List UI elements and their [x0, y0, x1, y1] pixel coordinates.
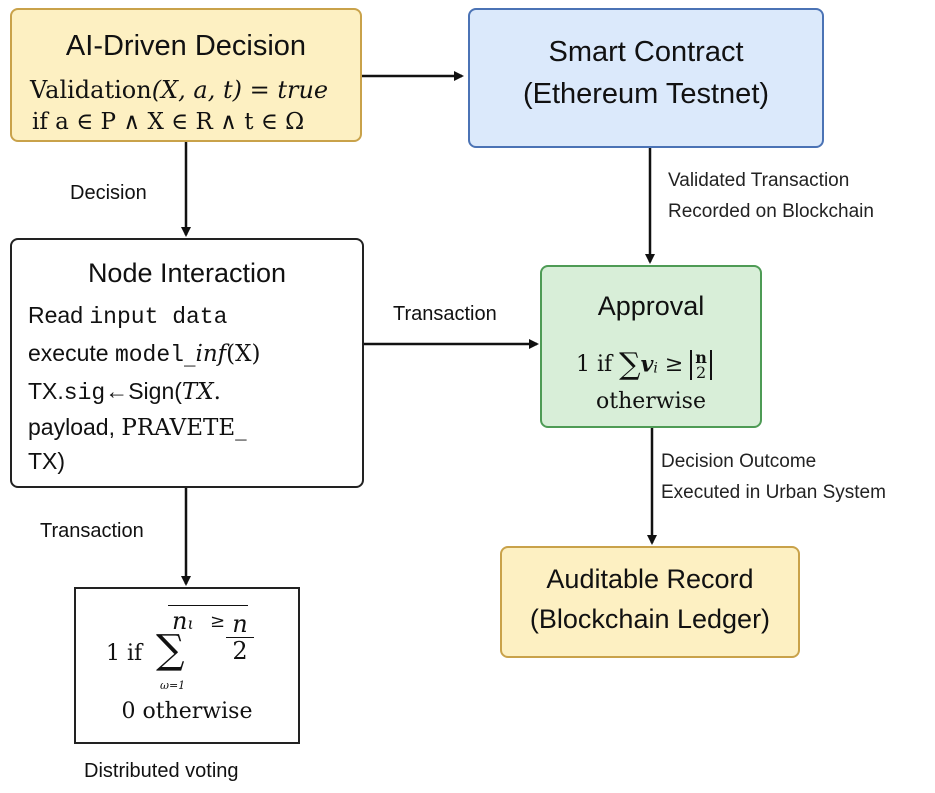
- smart-contract-title: Smart Contract: [548, 36, 744, 68]
- node-line-1-code: input data: [89, 304, 228, 330]
- ai-box-title: AI-Driven Decision: [65, 30, 307, 62]
- approval-box: Approval 1 if ∑vi ≥ n 2 otherwise: [540, 265, 762, 428]
- ai-validation-formula: Validation(X, a, t) = true: [30, 76, 328, 104]
- voting-otherwise: 0 otherwise: [121, 699, 253, 724]
- auditable-record-box: Auditable Record (Blockchain Ledger): [500, 546, 800, 658]
- node-line-1-text: Read: [28, 302, 90, 328]
- edge-label-validated-2: Recorded on Blockchain: [668, 201, 874, 222]
- voting-ge: ≥: [210, 611, 226, 632]
- voting-frac-den: 2: [232, 637, 248, 665]
- node-interaction-title: Node Interaction: [87, 258, 287, 288]
- ai-validation-args: (X, a, t): [151, 76, 242, 104]
- auditable-record-title: Auditable Record: [546, 564, 754, 594]
- edge-label-transaction-right: Transaction: [393, 303, 497, 325]
- voting-upper-n: n: [172, 607, 188, 635]
- voting-frac-num: n: [226, 611, 254, 638]
- voting-upper-sub: ι: [187, 614, 194, 633]
- approval-formula-prefix: 1 if: [576, 352, 620, 377]
- node-line-2-code: model: [114, 342, 184, 368]
- node-line-4: payload, PRAVETE_: [28, 414, 247, 441]
- node-line-3-sign: ←Sign(: [105, 378, 182, 404]
- node-line-3-dot: .: [213, 379, 221, 405]
- ai-condition-formula: if a ∈ P ∧ X ∈ R ∧ t ∈ Ω: [32, 109, 305, 135]
- approval-formula: 1 if ∑vi ≥ n 2: [576, 347, 712, 383]
- edge-label-outcome-1: Decision Outcome: [661, 451, 817, 472]
- node-line-2-text: execute: [28, 340, 115, 366]
- ai-validation-fn: Validation: [30, 76, 152, 104]
- approval-fraction: n 2: [690, 347, 712, 382]
- node-line-4-text: payload,: [28, 414, 122, 440]
- voting-overline: [168, 605, 248, 606]
- edge-label-transaction-down: Transaction: [40, 520, 144, 542]
- node-line-3: TX.sig←Sign(TX.: [28, 378, 221, 406]
- edge-label-outcome-2: Executed in Urban System: [661, 482, 886, 503]
- node-line-2-fn: _inf: [183, 341, 227, 367]
- node-interaction-box: Node Interaction Read input data execute…: [10, 238, 364, 488]
- voting-upper: nι: [172, 607, 194, 635]
- edge-label-validated-1: Validated Transaction: [668, 170, 850, 191]
- approval-var: v: [640, 351, 654, 378]
- node-line-1: Read input data: [28, 302, 227, 330]
- auditable-record-subtitle: (Blockchain Ledger): [529, 604, 771, 634]
- approval-sum-symbol: ∑: [619, 347, 641, 382]
- edge-label-decision: Decision: [70, 182, 147, 204]
- approval-title: Approval: [597, 291, 705, 321]
- distributed-voting-box: 1 if ∑ nι ≥ n 2 ω=1 0 otherwise: [74, 587, 300, 744]
- node-line-3-code: sig: [63, 380, 106, 406]
- smart-contract-box: Smart Contract (Ethereum Testnet): [468, 8, 824, 148]
- ai-validation-value: true: [277, 76, 329, 104]
- voting-lower: ω=1: [160, 679, 186, 692]
- node-line-4-key: PRAVETE_: [121, 415, 247, 441]
- smart-contract-subtitle: (Ethereum Testnet): [522, 78, 770, 110]
- node-line-2: execute model_inf(X): [28, 340, 260, 368]
- voting-formula-prefix: 1 if: [106, 641, 143, 666]
- ai-validation-eq: =: [241, 76, 278, 104]
- approval-otherwise: otherwise: [596, 389, 706, 414]
- voting-fraction: n 2: [226, 611, 254, 664]
- node-line-3-tx: TX: [181, 379, 214, 405]
- node-line-2-arg: (X): [226, 341, 261, 367]
- distributed-voting-caption: Distributed voting: [84, 760, 239, 782]
- approval-frac-den: 2: [696, 362, 707, 382]
- approval-ge: ≥: [657, 352, 691, 377]
- ai-driven-decision-box: AI-Driven Decision Validation(X, a, t) =…: [10, 8, 362, 142]
- approval-frac-num: n: [695, 347, 707, 367]
- approval-sub: i: [653, 360, 658, 377]
- voting-sum-symbol: ∑: [156, 627, 185, 673]
- node-line-5: TX): [28, 448, 66, 474]
- node-line-3-a: TX.: [28, 378, 64, 404]
